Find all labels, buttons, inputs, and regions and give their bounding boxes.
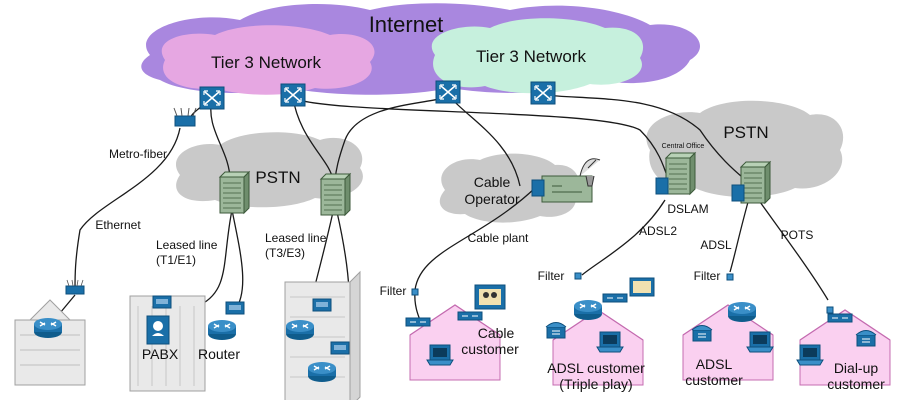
router-icon bbox=[285, 319, 315, 341]
computer-icon bbox=[426, 344, 454, 366]
leased-line-1-label: Leased line bbox=[156, 238, 218, 252]
adsl-customer-label: ADSL bbox=[696, 356, 733, 372]
modem-icon bbox=[330, 341, 350, 355]
leased-line-2-label: Leased line bbox=[265, 231, 327, 245]
adsl2-label: ADSL2 bbox=[639, 224, 677, 238]
tier3-right-label: Tier 3 Network bbox=[476, 47, 586, 66]
tier3-right-cloud bbox=[431, 18, 644, 94]
pots-label: POTS bbox=[781, 228, 814, 242]
satellite-dish-icon bbox=[579, 158, 601, 187]
dialup-customer-label-2: customer bbox=[827, 376, 885, 392]
pabx-icon bbox=[146, 315, 170, 345]
ethernet-label: Ethernet bbox=[95, 218, 141, 232]
computer-icon bbox=[796, 344, 824, 366]
adsl-label: ADSL bbox=[700, 238, 732, 252]
central-office-label: Central Office bbox=[662, 143, 705, 150]
router-icon bbox=[435, 80, 461, 104]
pots-interface-icon bbox=[731, 184, 745, 202]
router-icon bbox=[207, 319, 237, 341]
pstn-left-label: PSTN bbox=[255, 168, 300, 187]
phone-icon bbox=[545, 322, 567, 339]
tv-icon bbox=[629, 277, 655, 297]
modem-icon bbox=[827, 313, 853, 323]
router-icon bbox=[199, 86, 225, 110]
adsl-customer-label-2: customer bbox=[685, 372, 743, 388]
router-icon bbox=[33, 317, 63, 339]
cable-headend-icon bbox=[531, 175, 593, 203]
router-label: Router bbox=[198, 346, 240, 362]
filter-label: Filter bbox=[538, 269, 565, 283]
cable-operator-label-2: Operator bbox=[464, 191, 520, 207]
modem-icon bbox=[312, 298, 332, 312]
router-icon bbox=[280, 83, 306, 107]
metro-fiber-label: Metro-fiber bbox=[109, 147, 167, 161]
ethernet-switch-icon bbox=[65, 279, 85, 295]
cable-operator-cloud bbox=[439, 153, 579, 223]
cable-customer-label-2: customer bbox=[461, 341, 519, 357]
computer-icon bbox=[746, 331, 774, 353]
cable-customer-label: Cable bbox=[478, 325, 515, 341]
modem-icon bbox=[405, 317, 431, 327]
computer-icon bbox=[596, 331, 624, 353]
modem-icon bbox=[602, 293, 628, 303]
cable-plant-label: Cable plant bbox=[468, 231, 529, 245]
filter-label: Filter bbox=[694, 269, 721, 283]
phone-icon bbox=[855, 330, 877, 347]
filter-icon bbox=[826, 306, 834, 314]
filter-label: Filter bbox=[380, 284, 407, 298]
tier3-left-label: Tier 3 Network bbox=[211, 53, 321, 72]
internet-label: Internet bbox=[369, 12, 444, 37]
dialup-customer-label: Dial-up bbox=[834, 360, 879, 376]
router-icon bbox=[307, 361, 337, 383]
switch-icon bbox=[740, 161, 771, 204]
dslam-label: DSLAM bbox=[667, 202, 708, 216]
modem-icon bbox=[457, 311, 483, 321]
leased-line-1-sub-label: (T1/E1) bbox=[156, 253, 196, 267]
filter-icon bbox=[574, 272, 582, 280]
phone-icon bbox=[691, 325, 713, 342]
switch-icon bbox=[320, 173, 351, 216]
modem-icon bbox=[152, 295, 172, 309]
router-icon bbox=[573, 299, 603, 321]
pabx-label: PABX bbox=[142, 346, 179, 362]
building-icon bbox=[14, 299, 86, 386]
tv-icon bbox=[474, 284, 506, 310]
router-icon bbox=[727, 301, 757, 323]
switch-icon bbox=[665, 152, 696, 195]
filter-icon bbox=[726, 273, 734, 281]
pstn-right-cloud bbox=[646, 100, 844, 197]
filter-icon bbox=[411, 288, 419, 296]
adsl-triple-play-label: ADSL customer bbox=[547, 360, 645, 376]
modem-icon bbox=[225, 301, 245, 315]
switch-icon bbox=[219, 171, 250, 214]
pstn-right-label: PSTN bbox=[723, 123, 768, 142]
adsl-triple-play-label-2: (Triple play) bbox=[559, 376, 632, 392]
access-point-icon bbox=[173, 107, 197, 127]
leased-line-2-sub-label: (T3/E3) bbox=[265, 246, 305, 260]
dslam-icon bbox=[655, 177, 669, 195]
cable-operator-label: Cable bbox=[474, 174, 511, 190]
router-icon bbox=[530, 81, 556, 105]
tier3-left-cloud bbox=[161, 25, 375, 95]
